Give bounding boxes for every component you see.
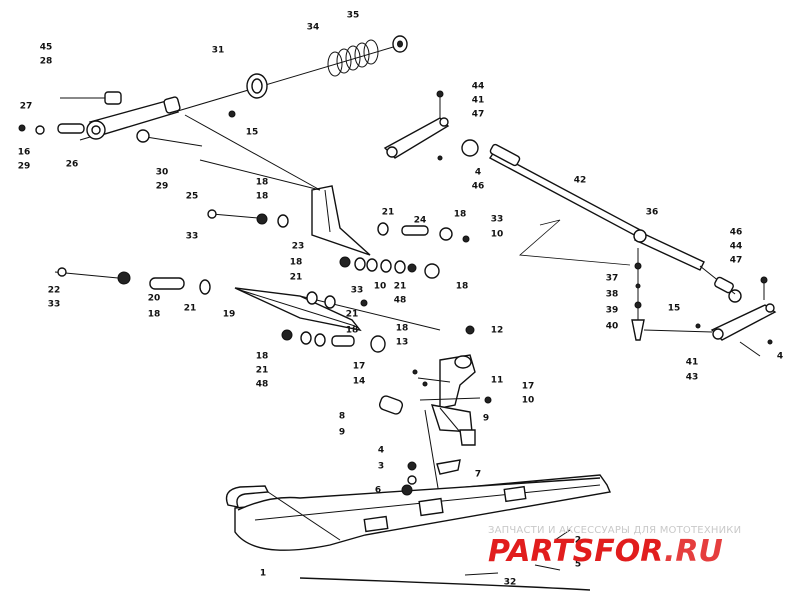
- callout-label: 1: [260, 569, 266, 579]
- callout-label: 43: [686, 373, 699, 383]
- callout-label: 46: [472, 182, 485, 192]
- callout-label: 34: [307, 23, 320, 33]
- callout-label: 14: [353, 377, 366, 387]
- callout-label: 17: [522, 382, 535, 392]
- callout-label: 2: [575, 536, 581, 546]
- callout-label: 47: [730, 256, 743, 266]
- callout-label: 18: [346, 326, 359, 336]
- callout-label: 18: [454, 210, 467, 220]
- callout-label: 44: [472, 82, 485, 92]
- callout-label: 18: [256, 192, 269, 202]
- callout-label: 22: [48, 286, 61, 296]
- callout-label: 18: [148, 310, 161, 320]
- callout-label: 41: [686, 358, 699, 368]
- callout-label: 44: [730, 242, 743, 252]
- shock-absorber-assembly: [18, 35, 408, 147]
- callout-label: 10: [522, 396, 535, 406]
- callout-label: 10: [374, 282, 387, 292]
- callout-label: 21: [184, 304, 197, 314]
- spring: [327, 39, 379, 77]
- callout-label: 45: [40, 43, 53, 53]
- callout-label: 15: [246, 128, 259, 138]
- callout-label: 30: [156, 168, 169, 178]
- callout-label: 42: [574, 176, 587, 186]
- callout-label: 21: [256, 366, 269, 376]
- watermark-subtitle: ЗАПЧАСТИ И АКСЕССУАРЫ ДЛЯ МОТОТЕХНИКИ: [488, 525, 741, 536]
- upper-a-arm: [184, 114, 470, 256]
- callout-label: 15: [668, 304, 681, 314]
- callout-label: 32: [504, 578, 517, 588]
- callout-label: 26: [66, 160, 79, 170]
- callout-label: 33: [48, 300, 61, 310]
- callout-label: 48: [256, 380, 269, 390]
- callout-label: 31: [212, 46, 225, 56]
- callout-label: 6: [375, 486, 381, 496]
- callout-label: 37: [606, 274, 619, 284]
- callout-label: 28: [40, 57, 53, 67]
- callout-label: 35: [347, 11, 360, 21]
- callout-label: 21: [382, 208, 395, 218]
- callout-label: 33: [491, 215, 504, 225]
- callout-label: 25: [186, 192, 199, 202]
- callout-label: 9: [483, 414, 489, 424]
- callout-label: 24: [414, 216, 427, 226]
- callout-label: 4: [475, 168, 481, 178]
- callout-label: 27: [20, 102, 33, 112]
- callout-label: 41: [472, 96, 485, 106]
- callout-label: 4: [777, 352, 783, 362]
- callout-label: 48: [394, 296, 407, 306]
- callout-label: 18: [256, 178, 269, 188]
- callout-label: 33: [351, 286, 364, 296]
- callout-label: 19: [223, 310, 236, 320]
- callout-label: 36: [646, 208, 659, 218]
- callout-label: 33: [186, 232, 199, 242]
- callout-label: 9: [339, 428, 345, 438]
- callout-label: 47: [472, 110, 485, 120]
- callout-label: 38: [606, 290, 619, 300]
- callout-label: 29: [18, 162, 31, 172]
- callout-label: 23: [292, 242, 305, 252]
- callout-label: 20: [148, 294, 161, 304]
- callout-label: 46: [730, 228, 743, 238]
- watermark-logo-main: PARTSFOR: [488, 534, 664, 569]
- callout-label: 21: [346, 310, 359, 320]
- callout-label: 10: [491, 230, 504, 240]
- callout-label: 18: [290, 258, 303, 268]
- callout-label: 18: [456, 282, 469, 292]
- spindle-assembly: [378, 325, 492, 501]
- callout-label: 39: [606, 306, 619, 316]
- callout-label: 21: [394, 282, 407, 292]
- watermark: ЗАПЧАСТИ И АКСЕССУАРЫ ДЛЯ МОТОТЕХНИКИ PA…: [488, 525, 741, 569]
- callout-label: 40: [606, 322, 619, 332]
- callout-label: 29: [156, 182, 169, 192]
- lower-a-arm: [54, 256, 441, 353]
- callout-label: 16: [18, 148, 31, 158]
- watermark-logo: PARTSFOR.RU: [488, 534, 723, 569]
- callout-label: 7: [475, 470, 481, 480]
- callout-label: 12: [491, 326, 504, 336]
- ski: [225, 459, 611, 591]
- callout-label: 21: [290, 273, 303, 283]
- tie-rod-assembly: [383, 90, 777, 357]
- callout-label: 4: [378, 446, 384, 456]
- callout-label: 8: [339, 412, 345, 422]
- callout-label: 18: [256, 352, 269, 362]
- watermark-logo-tld: .RU: [664, 534, 723, 569]
- callout-label: 5: [575, 560, 581, 570]
- callout-label: 18: [396, 324, 409, 334]
- callout-label: 11: [491, 376, 504, 386]
- callout-label: 13: [396, 338, 409, 348]
- callout-label: 3: [378, 462, 384, 472]
- callout-label: 17: [353, 362, 366, 372]
